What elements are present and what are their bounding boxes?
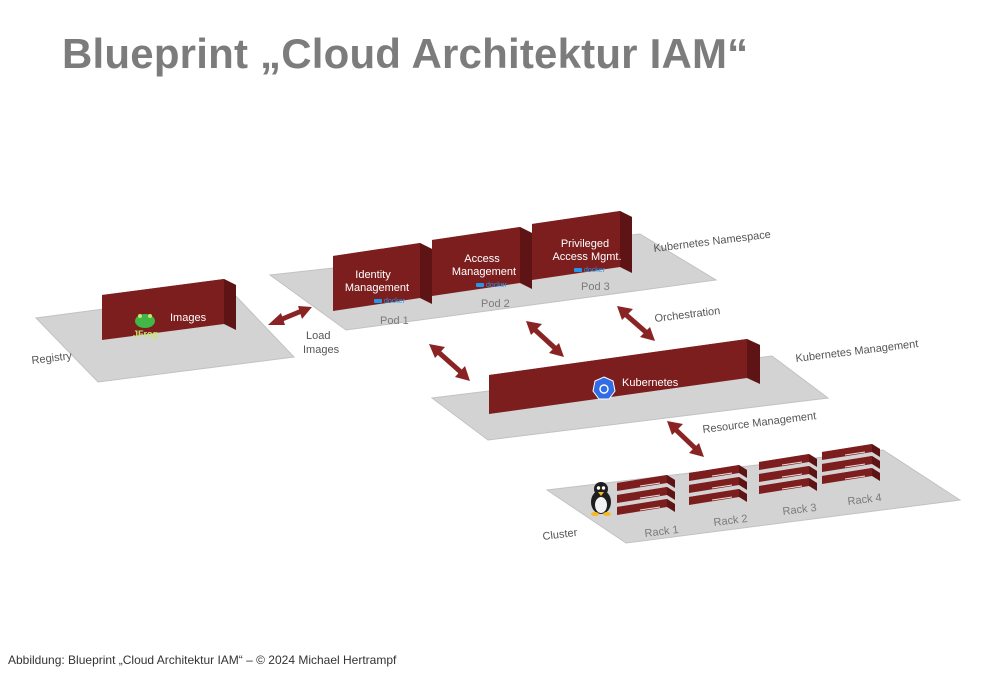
pod-3-line1: Privileged — [561, 238, 609, 250]
docker-icon: docker — [374, 298, 406, 305]
pod-2-caption: Pod 2 — [481, 298, 510, 310]
registry-label: Registry — [31, 350, 73, 367]
pod-3-box: Privileged Access Mgmt. docker — [532, 211, 632, 280]
orchestration-arrow-right — [617, 306, 655, 341]
rack-3-icon — [759, 454, 817, 494]
docker-icon: docker — [476, 282, 508, 289]
resource-management-arrow — [667, 421, 704, 457]
orchestration-label: Orchestration — [654, 305, 721, 325]
pod-2-box: Access Management docker — [432, 227, 532, 296]
rack-4-label: Rack 4 — [847, 492, 882, 508]
pod-2-line2: Management — [452, 266, 516, 278]
docker-icon: docker — [574, 267, 606, 274]
management-label: Kubernetes Management — [795, 338, 919, 365]
kubernetes-box: Kubernetes — [489, 339, 760, 414]
namespace-label: Kubernetes Namespace — [653, 229, 772, 255]
jfrog-logo-text: JFrog — [133, 329, 158, 339]
load-images-label-line2: Images — [303, 344, 340, 356]
images-box: JFrog Images — [102, 279, 236, 340]
pod-1-box: Identity Management docker — [333, 243, 432, 311]
docker-badge-label: docker — [584, 267, 606, 274]
pod-2-line1: Access — [464, 253, 500, 265]
linux-penguin-icon — [591, 482, 611, 516]
load-images-arrow — [268, 306, 312, 325]
pod-3-caption: Pod 3 — [581, 281, 610, 293]
kubernetes-icon — [592, 376, 616, 400]
kubernetes-box-label: Kubernetes — [622, 377, 679, 389]
orchestration-arrow-middle — [526, 321, 564, 357]
orchestration-arrow-left — [429, 344, 470, 381]
docker-badge-label: docker — [384, 298, 406, 305]
pod-1-caption: Pod 1 — [380, 315, 409, 327]
cluster-label: Cluster — [542, 527, 578, 543]
pod-1-line2: Management — [345, 282, 409, 294]
images-box-label: Images — [170, 312, 207, 324]
rack-1-icon — [617, 475, 675, 515]
rack-3-label: Rack 3 — [782, 502, 817, 518]
pod-1-line1: Identity — [355, 269, 391, 281]
page-title: Blueprint „Cloud Architektur IAM“ — [62, 30, 749, 77]
figure-caption: Abbildung: Blueprint „Cloud Architektur … — [8, 653, 397, 667]
rack-4-icon — [822, 444, 880, 484]
docker-badge-label: docker — [486, 282, 508, 289]
resource-management-label: Resource Management — [702, 410, 817, 436]
jfrog-logo: JFrog — [133, 314, 158, 339]
rack-2-icon — [689, 465, 747, 505]
rack-1-label: Rack 1 — [644, 524, 679, 540]
load-images-label-line1: Load — [306, 330, 330, 342]
pod-3-line2: Access Mgmt. — [552, 251, 621, 263]
rack-2-label: Rack 2 — [713, 513, 748, 529]
